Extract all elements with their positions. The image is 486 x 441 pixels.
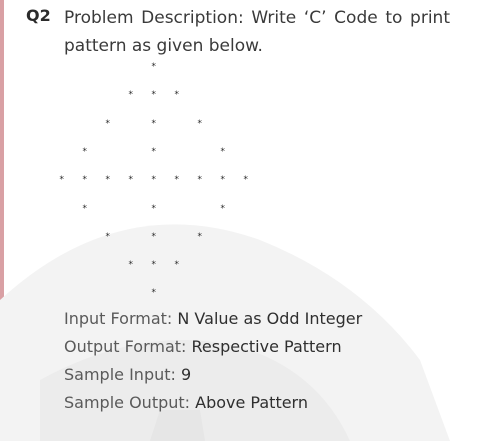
pattern-star: * [151,62,157,72]
detail-value: 9 [180,365,192,384]
pattern-star: * [105,175,111,186]
question-number: Q2 [26,6,51,25]
pattern-star: * [197,118,203,129]
pattern-star: * [59,175,65,186]
pattern-star: * [128,90,134,101]
pattern-star: * [151,203,157,214]
pattern-star: * [243,175,249,186]
problem-description: Problem Description: Write ‘C’ Code to p… [64,8,450,56]
pattern-star: * [151,260,157,271]
detail-label: Sample Output: [64,393,196,412]
pattern-row: * * * [0,90,486,102]
pattern-star: * [151,90,157,101]
pattern-star: * [82,175,88,186]
pattern-star: * [151,146,157,157]
pattern-star: * [82,146,88,157]
left-margin-rule [0,0,4,441]
pattern-row: * * * [0,232,486,244]
pattern-star: * [82,203,88,214]
detail-value: Above Pattern [195,393,308,412]
pattern-star: * [105,118,111,129]
pattern-row: * * * [0,260,486,272]
pattern-star: * [174,90,180,101]
pattern-star: * [151,118,157,129]
pattern-star: * [197,175,203,186]
pattern-star: * [151,288,157,299]
pattern-row: * * * * * * * * * [0,175,486,187]
pattern-star: * [128,175,134,186]
pattern-star: * [128,260,134,271]
detail-value: N Value as Odd Integer [177,309,363,328]
pattern-star: * [220,175,226,186]
detail-value: Respective Pattern [191,337,342,356]
pattern-star: * [197,231,203,242]
detail-line: Sample Input: 9 [64,365,464,385]
detail-label: Sample Input: [64,365,181,384]
pattern-star: * [105,231,111,242]
pattern-row: * * * [0,119,486,131]
pattern-row: * * * [0,204,486,216]
pattern-star: * [174,260,180,271]
detail-label: Input Format: [64,309,178,328]
detail-label: Output Format: [64,337,192,356]
pattern-star: * [151,231,157,242]
detail-line: Input Format: N Value as Odd Integer [64,309,464,329]
pattern-row: * [0,62,486,74]
pattern-star: * [151,175,157,186]
pattern-row: * * * [0,147,486,159]
detail-line: Sample Output: Above Pattern [64,393,464,413]
pattern-row: * [0,288,486,300]
pattern-star: * [174,175,180,186]
pattern-star: * [220,203,226,214]
pattern-star: * [220,146,226,157]
detail-line: Output Format: Respective Pattern [64,337,464,357]
